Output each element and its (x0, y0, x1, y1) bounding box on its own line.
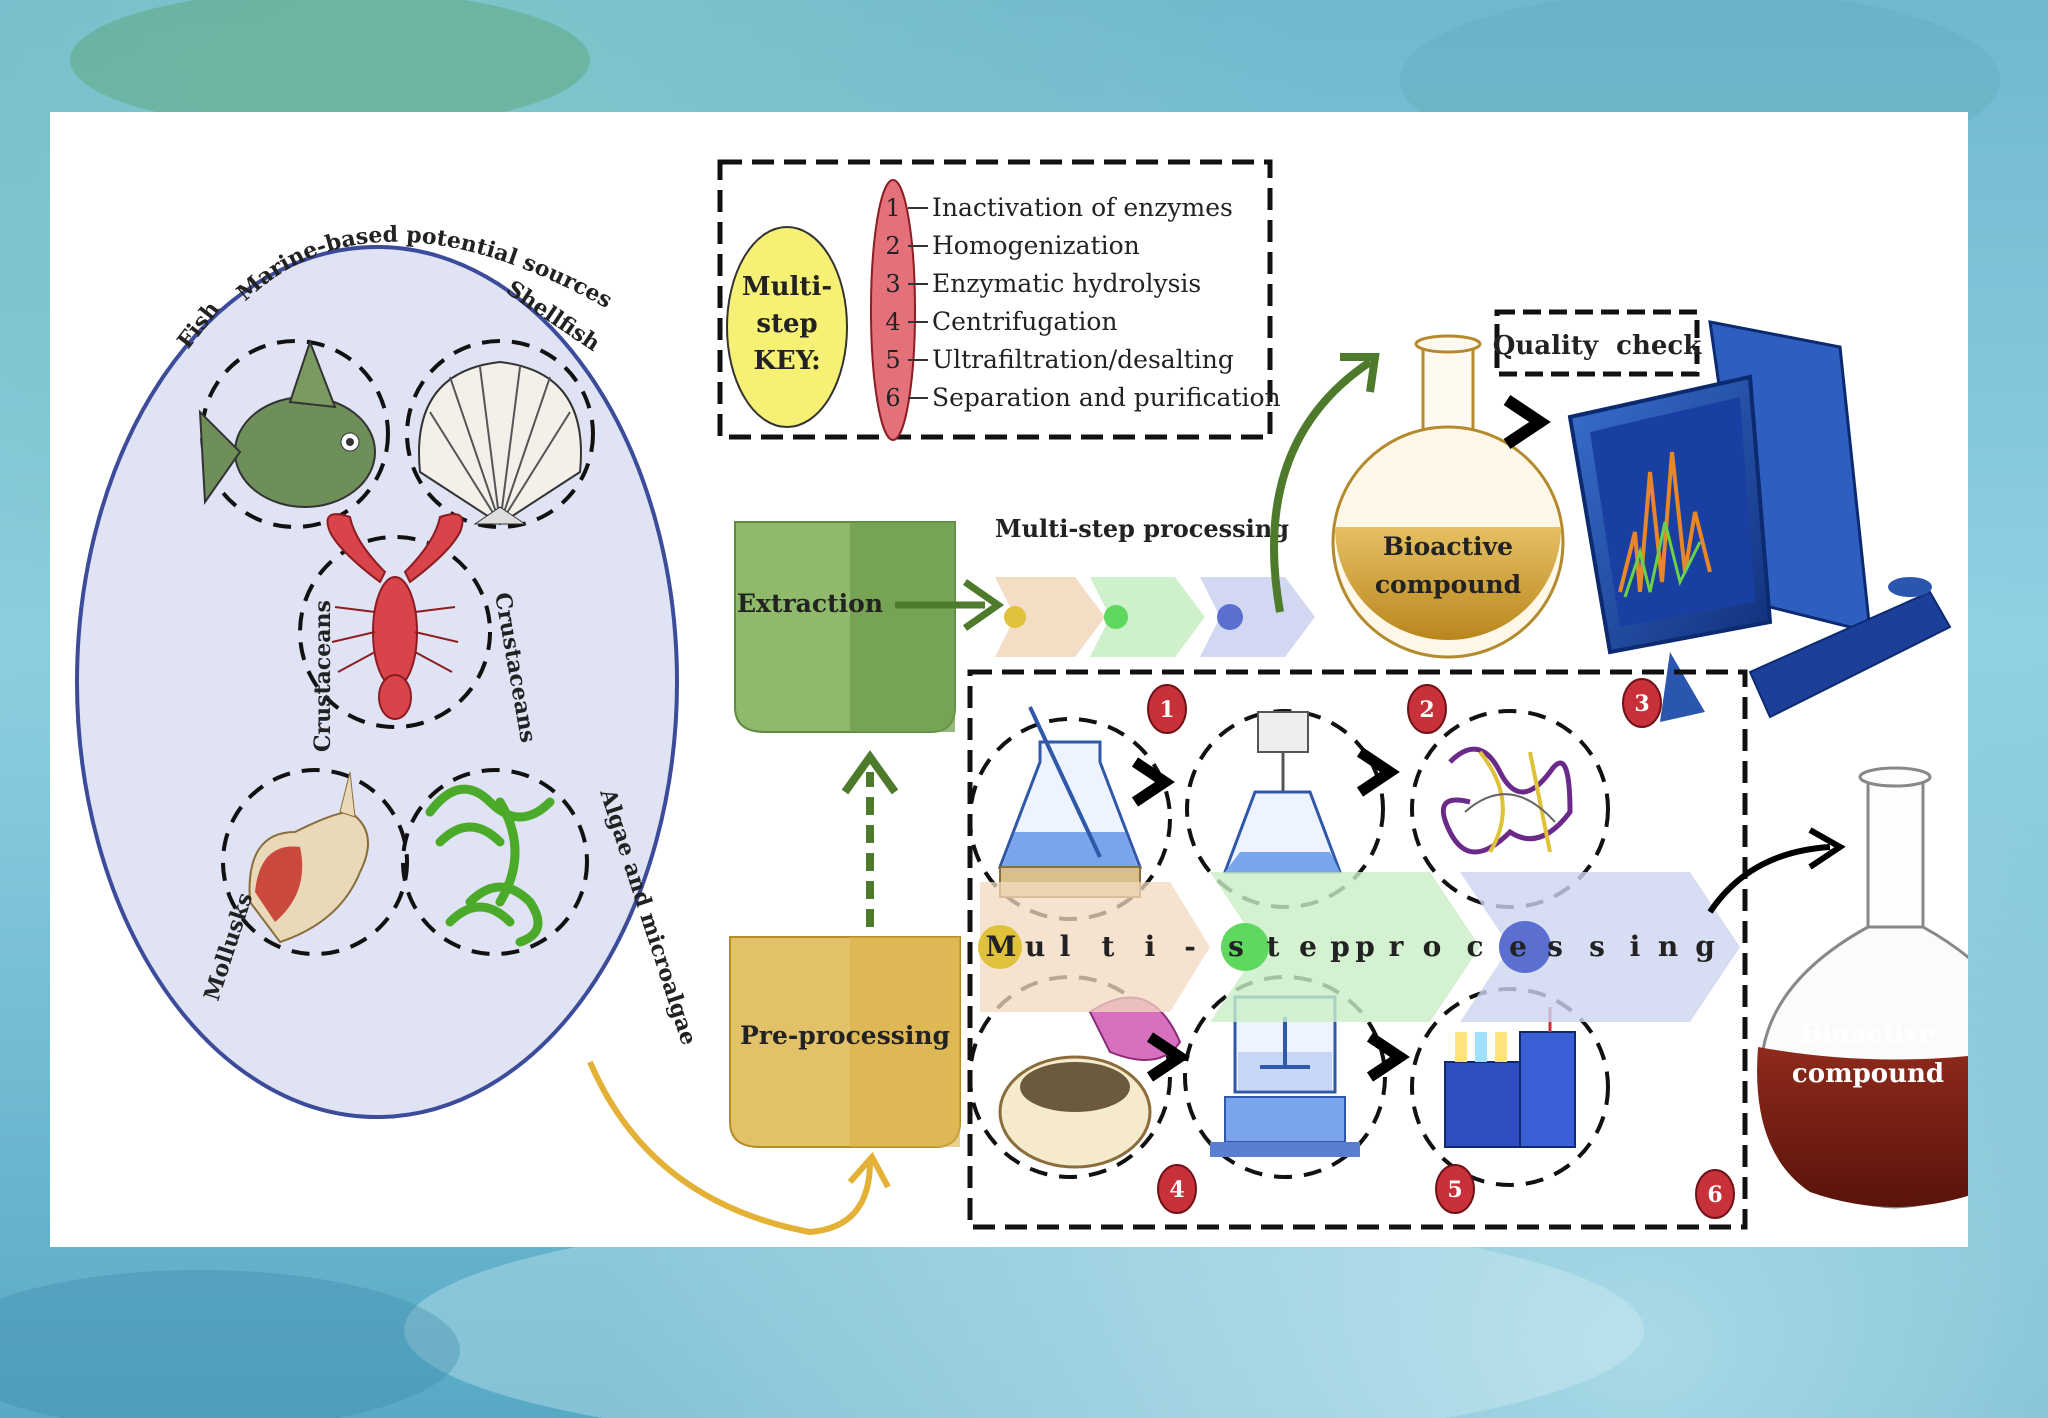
multistep-letter: i (1630, 930, 1641, 963)
step-badge-number: 4 (1169, 1177, 1184, 1203)
extraction-bucket: Extraction (734, 521, 956, 733)
multistep-letter: g (1695, 930, 1715, 963)
multistep-letter: e (1509, 930, 1527, 963)
key-number: 3 (885, 270, 900, 298)
step-badge (1407, 684, 1447, 734)
step-badge (1435, 1164, 1475, 1214)
protein-icon (1440, 746, 1573, 855)
bioactive-flask-top: Bioactive compound (1331, 334, 1565, 659)
quality-check-box: Quality check (1493, 309, 1702, 377)
black-arrowhead (1808, 827, 1846, 870)
green-curved-arrow (1270, 358, 1373, 613)
multistep-letter: - (1184, 930, 1196, 963)
key-number: 2 (885, 232, 900, 260)
step-arrows (1131, 747, 1410, 1082)
step-badge-number: 1 (1159, 697, 1174, 723)
multistep-letter: t (1102, 930, 1115, 963)
multistep-letter: o (1423, 930, 1442, 963)
arrow-to-computer (1503, 395, 1551, 449)
step-badge-number: 6 (1707, 1182, 1722, 1208)
multistep-letter: s (1547, 930, 1563, 963)
extraction-label: Extraction (737, 589, 883, 618)
key-step-label: Ultrafiltration/desalting (932, 345, 1234, 374)
step-5-filter (1183, 975, 1387, 1179)
key-step-label: Centrifugation (932, 307, 1117, 336)
multistep-letter: p (1355, 930, 1375, 963)
bioactive-top-line1: Bioactive (1383, 532, 1513, 561)
multistep-letter: i (1145, 930, 1156, 963)
key-label-line3: KEY: (753, 346, 820, 376)
quality-check-label: Quality check (1493, 331, 1702, 361)
gold-arrowhead (847, 1151, 891, 1189)
curved-gold-arrow (587, 1060, 873, 1236)
extraction-arrow (895, 579, 1005, 631)
multistep-key: Multi- step KEY: 1 Inactivation of enzyme… (717, 159, 1281, 441)
stirrer-icon (1257, 711, 1309, 753)
bottom-chevrons (978, 872, 1740, 1022)
multistep-letter: u (1025, 930, 1045, 963)
step-6-chromatography (1410, 987, 1610, 1187)
step-badge-number: 5 (1447, 1177, 1462, 1203)
bioactive-top-line2: compound (1375, 570, 1521, 599)
lobster-icon (326, 513, 464, 720)
multistep-letter: s (1589, 930, 1605, 963)
multistep-letter: c (1466, 930, 1483, 963)
black-curved-arrow (1707, 844, 1831, 914)
multistep-letter: l (1060, 930, 1071, 963)
sources-ellipse (75, 245, 679, 1119)
bioactive-bottom-line1: Bioactive (1800, 1019, 1935, 1049)
key-label-line2: step (756, 309, 817, 339)
key-number: 5 (885, 346, 900, 374)
preprocessing-label: Pre-processing (740, 1021, 950, 1050)
shellfish-icon (418, 360, 582, 526)
bioactive-bottom-line2: compound (1792, 1059, 1944, 1089)
up-arrow (841, 750, 899, 927)
multistep-letter: r (1389, 930, 1405, 963)
step-badge (1622, 678, 1662, 728)
fish-icon (198, 339, 376, 508)
key-number: 4 (885, 308, 900, 336)
key-number-oval (870, 179, 916, 441)
multistep-letter: p (1330, 930, 1350, 963)
key-number: 1 (885, 194, 900, 222)
bioactive-flask-bottom: Bioactive compound (1757, 766, 1968, 1209)
step-badge-number: 2 (1419, 697, 1434, 723)
step-2-stirrer (1185, 709, 1385, 909)
key-step-label: Homogenization (932, 231, 1140, 260)
multistep-top-label: Multi-step processing (995, 514, 1289, 543)
multistep-letter: t (1267, 930, 1280, 963)
key-number: 6 (885, 384, 900, 412)
step-badge-number: 3 (1634, 691, 1649, 717)
multistep-letter: e (1299, 930, 1317, 963)
key-step-label: Enzymatic hydrolysis (932, 269, 1201, 298)
key-label-line1: Multi- (742, 272, 832, 302)
top-chevrons (995, 577, 1315, 657)
step-badge (1147, 684, 1187, 734)
chromatography-icon (1444, 1061, 1521, 1148)
multistep-letter: n (1658, 930, 1678, 963)
computer-icon (1567, 320, 1952, 722)
key-label-oval (726, 226, 848, 428)
marine-sources-group: Marine-based potential sources Fish Shel… (75, 222, 702, 1119)
multistep-letter: s (1228, 930, 1244, 963)
key-step-label: Inactivation of enzymes (932, 193, 1233, 222)
green-arrowhead (1340, 353, 1380, 393)
mollusk-icon (248, 771, 369, 944)
algae-icon (425, 784, 555, 947)
step-4-centrifuge (968, 975, 1182, 1179)
key-step-label: Separation and purification (932, 383, 1281, 412)
step-badge (1157, 1164, 1197, 1214)
step-badges: 1 2 3 4 5 6 (1147, 678, 1735, 1219)
crustaceans-left-label: Crustaceans (310, 600, 336, 752)
figure-panel: Marine-based potential sources Fish Shel… (50, 112, 1968, 1247)
process-box (967, 669, 1748, 1230)
crustaceans-item: Crustaceans Crustaceans (298, 513, 541, 752)
step-badge (1695, 1169, 1735, 1219)
multistep-letter: M (986, 930, 1017, 963)
preprocessing-bucket: Pre-processing (729, 936, 961, 1148)
